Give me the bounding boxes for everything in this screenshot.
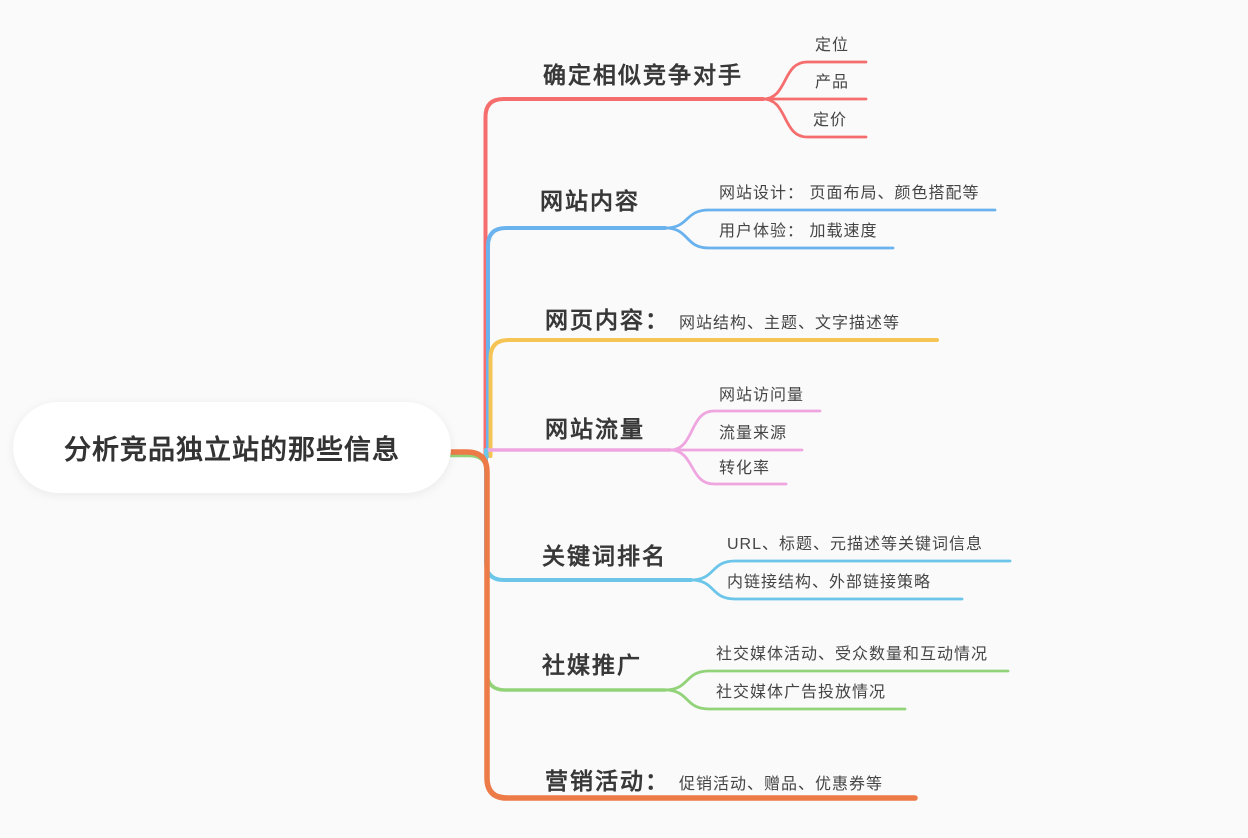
branch1-child1-line: [761, 60, 868, 101]
branch6-child2-line: [663, 688, 907, 711]
child-social-activity[interactable]: 社交媒体活动、受众数量和互动情况: [716, 646, 989, 663]
child-conversion-rate[interactable]: 转化率: [719, 460, 771, 477]
topic-social-media[interactable]: 社媒推广: [542, 652, 642, 678]
child-positioning[interactable]: 定位: [815, 37, 850, 54]
root-node[interactable]: 分析竞品独立站的那些信息: [13, 402, 451, 493]
child-product[interactable]: 产品: [815, 74, 850, 91]
branch2-line: [486, 226, 667, 458]
topic-marketing-campaigns-label: 营销活动：: [545, 768, 670, 794]
branch3-line: [488, 338, 939, 458]
branch4-child3-line: [668, 448, 788, 486]
topic-page-content[interactable]: 网页内容： 网站结构、主题、文字描述等: [545, 301, 900, 335]
branch7-line: [446, 449, 918, 801]
topic-competitors[interactable]: 确定相似竞争对手: [543, 62, 743, 88]
topic-keyword-ranking[interactable]: 关键词排名: [542, 543, 667, 569]
topic-page-content-detail: 网站结构、主题、文字描述等: [679, 315, 901, 332]
topic-marketing-campaigns[interactable]: 营销活动： 促销活动、赠品、优惠券等: [545, 762, 883, 796]
child-url-title-meta[interactable]: URL、标题、元描述等关键词信息: [727, 536, 984, 553]
branch5-child2-line: [689, 578, 964, 601]
child-site-visits[interactable]: 网站访问量: [719, 387, 805, 404]
branch2-child2-line: [663, 226, 895, 250]
topic-site-traffic[interactable]: 网站流量: [545, 416, 645, 442]
branch4-child1-line: [668, 409, 822, 452]
child-site-design[interactable]: 网站设计： 页面布局、颜色搭配等: [719, 185, 980, 202]
root-node-label: 分析竞品独立站的那些信息: [64, 435, 400, 465]
child-link-structure[interactable]: 内链接结构、外部链接策略: [727, 574, 932, 591]
branch1-line: [483, 97, 765, 458]
topic-marketing-campaigns-detail: 促销活动、赠品、优惠券等: [679, 776, 884, 793]
topic-site-content[interactable]: 网站内容: [540, 188, 640, 214]
child-traffic-sources[interactable]: 流量来源: [719, 425, 788, 442]
child-pricing[interactable]: 定价: [813, 112, 848, 129]
child-social-ads[interactable]: 社交媒体广告投放情况: [716, 684, 887, 701]
branch1-child3-line: [761, 97, 868, 139]
topic-page-content-label: 网页内容：: [545, 307, 670, 333]
child-user-experience[interactable]: 用户体验： 加载速度: [719, 223, 878, 240]
